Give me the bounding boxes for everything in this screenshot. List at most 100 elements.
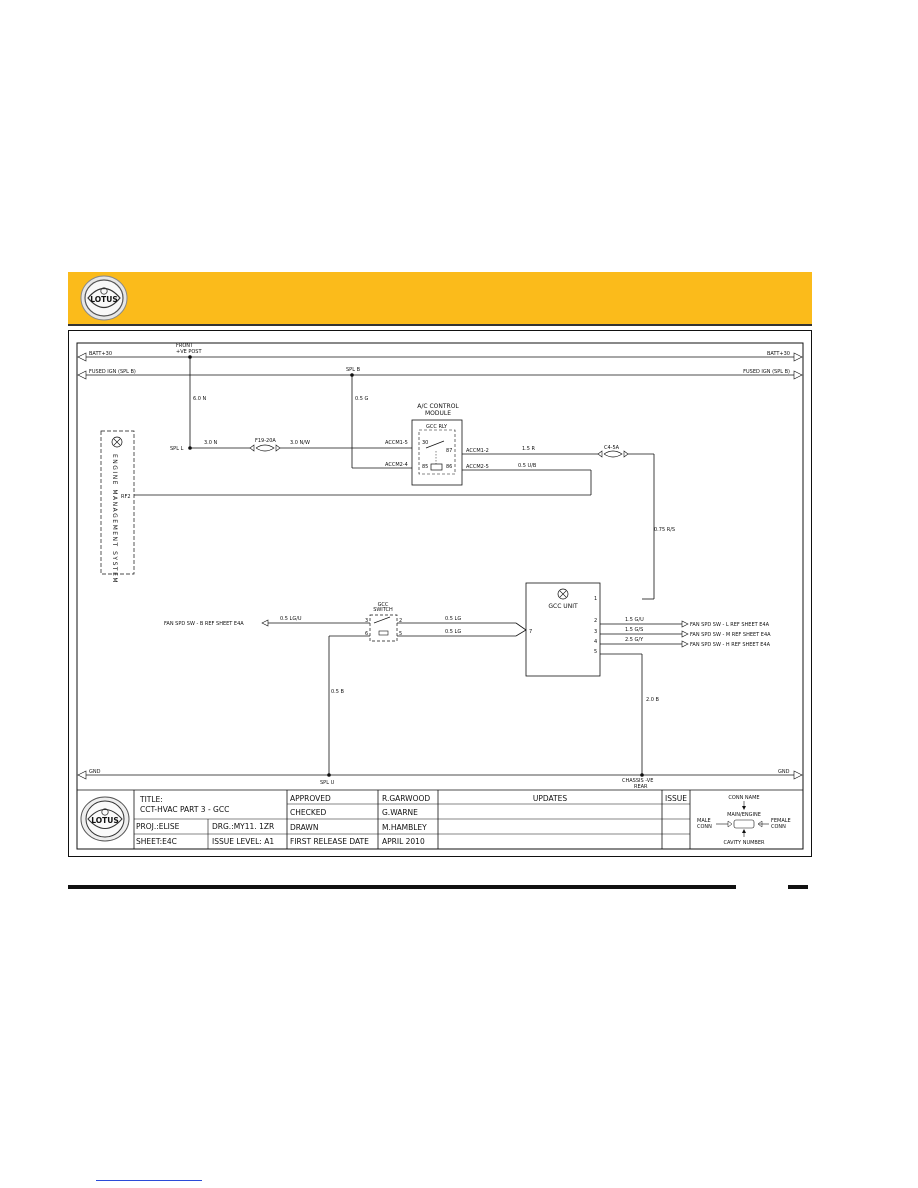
- checked-label: CHECKED: [290, 808, 327, 817]
- accm1-2-label: ACCM1-2: [466, 448, 489, 454]
- wire-label-05lgu: 0.5 LG/U: [280, 616, 302, 622]
- gcc-pin-1: 1: [594, 596, 597, 602]
- ac-module-title-2: MODULE: [425, 410, 451, 417]
- connector-legend: CONN NAME MAIN/ENGINE MALE CONN FEMALE C…: [697, 795, 791, 846]
- fuse-f19-label: F19-20A: [255, 438, 276, 444]
- gcc-unit: GCC UNIT 1 7 2 3 4 5: [525, 582, 601, 677]
- legend-main-engine: MAIN/ENGINE: [727, 812, 761, 818]
- gcc-pin-7: 7: [529, 629, 532, 635]
- drawn-by: M.HAMBLEY: [382, 823, 427, 832]
- wire-label-3n: 3.0 N: [204, 440, 218, 446]
- header-banner: [68, 272, 812, 326]
- ign-label-right: FUSED IGN (SPL B): [743, 369, 790, 375]
- diagram-frame: BATT+30 BATT+30 FUSED IGN (SPL B) FUSED …: [68, 330, 812, 857]
- ign-label-left: FUSED IGN (SPL B): [89, 369, 136, 375]
- switch-pin-6: 6: [365, 631, 368, 637]
- wire-label-3nw: 3.0 N/W: [290, 440, 310, 446]
- accm2-5-label: ACCM2-5: [466, 464, 489, 470]
- sheet-number: SHEET:E4C: [136, 837, 177, 846]
- relay-label: GCC RLY: [426, 424, 448, 430]
- switch-pin-2: 2: [399, 618, 402, 624]
- gcc-pin-2: 2: [594, 618, 597, 624]
- gcc-unit-label: GCC UNIT: [548, 603, 578, 610]
- wire-label-6n: 6.0 N: [193, 396, 207, 402]
- gcc-switch: GCC SWITCH 3 2 6 5: [365, 602, 402, 642]
- approved-by: R.GARWOOD: [382, 794, 430, 803]
- fuse-f19: F19-20A: [249, 438, 281, 452]
- ems-label: ENGINE MANAGEMENT SYSTEM: [111, 454, 118, 584]
- legend-male-1: MALE: [697, 818, 711, 824]
- legend-male-2: CONN: [697, 824, 712, 830]
- wire-label-20b: 2.0 B: [646, 697, 660, 703]
- wire-label-15r: 1.5 R: [522, 446, 536, 452]
- relay-pin-87: 87: [446, 448, 452, 454]
- checked-by: G.WARNE: [382, 808, 418, 817]
- gcc-pin-5: 5: [594, 649, 597, 655]
- switch-pin-3: 3: [365, 618, 368, 624]
- legend-female-1: FEMALE: [771, 818, 791, 824]
- relay-pin-85: 85: [422, 464, 428, 470]
- legend-conn-name: CONN NAME: [728, 795, 759, 801]
- issue-header: ISSUE: [665, 794, 687, 803]
- release-label: FIRST RELEASE DATE: [290, 837, 369, 846]
- wire-label-25gy: 2.5 G/Y: [625, 637, 644, 643]
- front-post-label-1: FRONT: [176, 343, 194, 349]
- drawing-number: DRG.:MY11. 1ZR: [212, 822, 274, 831]
- gcc-pin-3: 3: [594, 629, 597, 635]
- gcc-switch-label-1: GCC: [378, 602, 389, 608]
- updates-header: UPDATES: [533, 794, 568, 803]
- ground-rail: GND GND: [77, 769, 803, 780]
- ignition-rail: FUSED IGN (SPL B) FUSED IGN (SPL B): [77, 369, 803, 380]
- drawing-title: CCT-HVAC PART 3 - GCC: [140, 805, 229, 814]
- footer-rule-short: [788, 885, 808, 889]
- ac-control-module: A/C CONTROL MODULE GCC RLY 30 87 85 86 A…: [385, 403, 489, 486]
- wire-label-05ub: 0.5 U/B: [518, 463, 537, 469]
- batt-rail: BATT+30 BATT+30: [77, 351, 803, 362]
- wire-label-05lg-a: 0.5 LG: [445, 616, 461, 622]
- gnd-label-right: GND: [778, 769, 790, 775]
- legend-cavity: CAVITY NUMBER: [724, 840, 765, 846]
- wiring-diagram: BATT+30 BATT+30 FUSED IGN (SPL B) FUSED …: [68, 330, 812, 857]
- lotus-logo-title-block: LOTUS: [80, 796, 130, 842]
- issue-level: ISSUE LEVEL: A1: [212, 837, 274, 846]
- wire-label-05b: 0.5 B: [331, 689, 345, 695]
- accm1-5-label: ACCM1-5: [385, 440, 408, 446]
- ac-module-title-1: A/C CONTROL: [417, 403, 459, 410]
- wire-label-075rs: 0.75 R/S: [654, 527, 675, 533]
- lotus-logo-title-text: LOTUS: [91, 816, 119, 825]
- drawn-label: DRAWN: [290, 823, 318, 832]
- gcc-pin-4: 4: [594, 639, 597, 645]
- lotus-logo-text: LOTUS: [90, 295, 118, 304]
- release-date: APRIL 2010: [382, 837, 425, 846]
- front-post-label-2: +VE POST: [176, 349, 202, 355]
- fuse-c4-label: C4-5A: [604, 445, 620, 451]
- splice-b-label: SPL B: [346, 367, 361, 373]
- title-block: LOTUS TITLE: CCT-HVAC PART 3 - GCC PROJ.…: [77, 789, 803, 849]
- relay-pin-30: 30: [422, 440, 428, 446]
- ems-pin-rf2: RF2: [121, 494, 131, 500]
- chassis-label-2: REAR: [634, 784, 648, 790]
- fuse-c4: C4-5A: [597, 445, 629, 458]
- ref-fan-m: FAN SPD SW - M REF SHEET E4A: [690, 632, 771, 638]
- splice-u-label: SPL U: [320, 780, 335, 786]
- wire-label-15gu: 1.5 G/U: [625, 617, 644, 623]
- batt-label-right: BATT+30: [767, 351, 790, 357]
- splice-l-label: SPL L: [170, 446, 184, 452]
- wire-label-15gs: 1.5 G/S: [625, 627, 643, 633]
- chassis-label-1: CHASSIS -VE: [622, 778, 653, 784]
- ref-fan-h: FAN SPD SW - H REF SHEET E4A: [690, 642, 771, 648]
- engine-management-system: ENGINE MANAGEMENT SYSTEM RF2: [100, 430, 135, 584]
- approved-label: APPROVED: [290, 794, 331, 803]
- gcc-switch-label-2: SWITCH: [373, 607, 393, 613]
- wire-label-05g: 0.5 G: [355, 396, 369, 402]
- ref-fan-b: FAN SPD SW - B REF SHEET E4A: [164, 621, 244, 627]
- ref-fan-l: FAN SPD SW - L REF SHEET E4A: [690, 622, 770, 628]
- gnd-label-left: GND: [89, 769, 101, 775]
- footer-rule: [68, 885, 736, 889]
- accm2-4-label: ACCM2-4: [385, 462, 408, 468]
- fan-speed-outputs: 1.5 G/U 1.5 G/S 2.5 G/Y FAN SPD SW - L R…: [600, 617, 771, 648]
- bottom-link-line: [96, 1180, 202, 1181]
- batt-label-left: BATT+30: [89, 351, 112, 357]
- project: PROJ.:ELISE: [136, 822, 180, 831]
- wire-label-05lg-b: 0.5 LG: [445, 629, 461, 635]
